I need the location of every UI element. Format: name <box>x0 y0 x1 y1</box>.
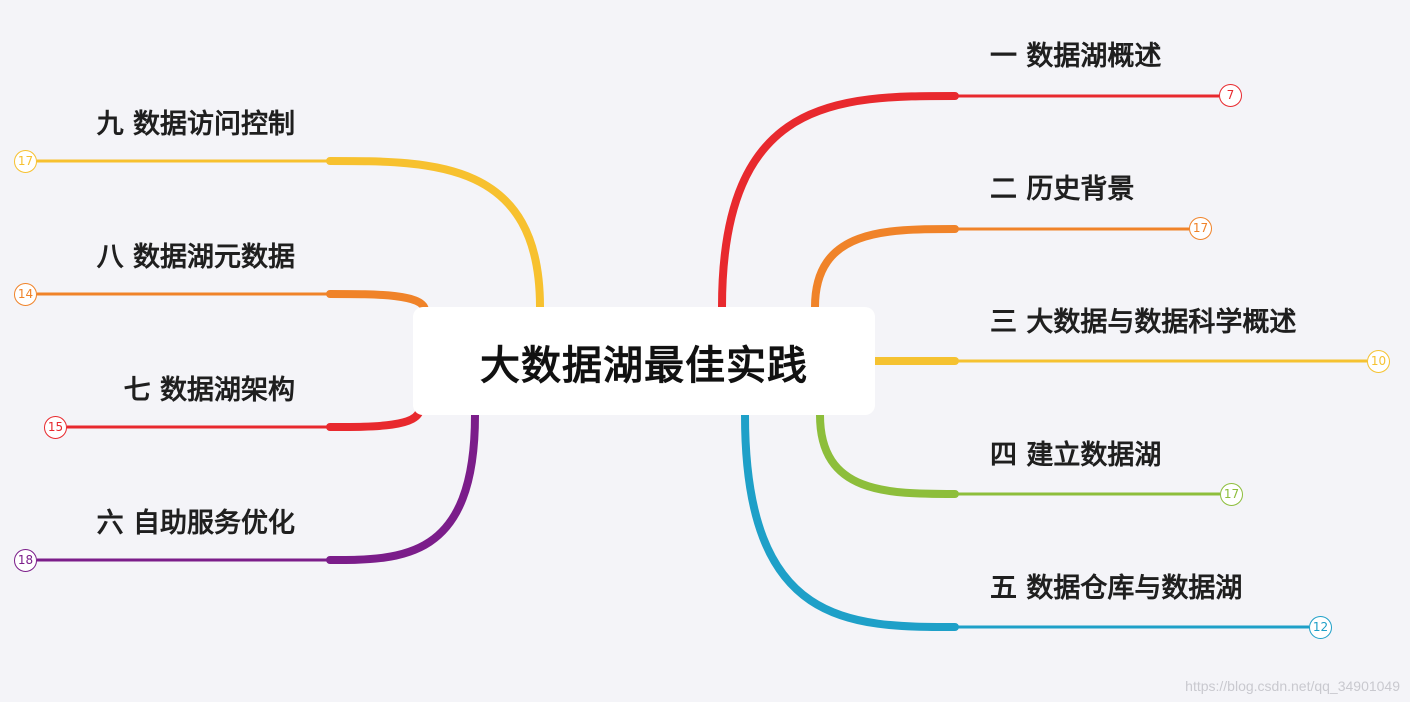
topic-4-count-badge: 17 <box>1220 483 1243 506</box>
topic-9-label[interactable]: 九 数据访问控制 <box>96 109 295 140</box>
topic-7-count-badge: 15 <box>44 416 67 439</box>
topic-5-label[interactable]: 五 数据仓库与数据湖 <box>990 573 1243 604</box>
watermark: https://blog.csdn.net/qq_34901049 <box>1185 678 1400 694</box>
topic-3-label[interactable]: 三 大数据与数据科学概述 <box>990 307 1297 338</box>
topic-9-count-badge: 17 <box>14 150 37 173</box>
branch-curve-2 <box>811 225 959 311</box>
branch-curve-5 <box>741 411 959 631</box>
branch-curve-6 <box>326 157 544 311</box>
root-title: 大数据湖最佳实践 <box>480 343 808 389</box>
topic-8-count-badge: 14 <box>14 283 37 306</box>
branch-curve-7 <box>326 290 429 315</box>
topic-3-count-badge: 10 <box>1367 350 1390 373</box>
branch-curve-8 <box>326 404 424 431</box>
root-topic[interactable]: 大数据湖最佳实践 <box>413 307 875 415</box>
topic-8-label[interactable]: 八 数据湖元数据 <box>96 242 295 273</box>
topic-1-count-badge: 7 <box>1219 84 1242 107</box>
branch-curve-1 <box>718 92 959 311</box>
topic-6-count-badge: 18 <box>14 549 37 572</box>
topic-4-label[interactable]: 四 建立数据湖 <box>990 440 1162 471</box>
topic-1-label[interactable]: 一 数据湖概述 <box>990 41 1162 72</box>
branch-curve-4 <box>816 411 959 498</box>
topic-2-label[interactable]: 二 历史背景 <box>990 174 1135 205</box>
topic-2-count-badge: 17 <box>1189 217 1212 240</box>
topic-5-count-badge: 12 <box>1309 616 1332 639</box>
branch-curve-9 <box>326 411 479 564</box>
topic-7-label[interactable]: 七 数据湖架构 <box>123 375 295 406</box>
topic-6-label[interactable]: 六 自助服务优化 <box>96 508 295 539</box>
